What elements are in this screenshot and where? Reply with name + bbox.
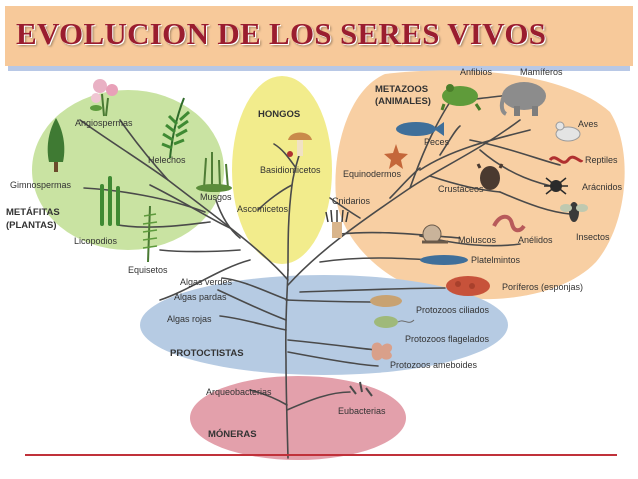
spider-icon	[544, 177, 568, 195]
flower-icon	[90, 79, 118, 117]
bacteria-icon	[349, 381, 373, 397]
bottom-divider	[25, 454, 617, 456]
group-protoctistas: PROTOCTISTAS	[170, 348, 244, 359]
elephant-icon	[499, 82, 546, 116]
anemone-icon	[325, 209, 349, 238]
label-moluscos: Moluscos	[458, 235, 497, 245]
label-musgos: Musgos	[200, 192, 232, 202]
ciliate-icon	[370, 295, 402, 307]
group-animales: (ANIMALES)	[375, 96, 431, 107]
flatworm-icon	[420, 255, 468, 265]
group-hongos: HONGOS	[258, 109, 300, 120]
label-protozoos-ciliados: Protozoos ciliados	[416, 305, 490, 315]
label-aves: Aves	[578, 119, 598, 129]
fern-icon	[161, 97, 190, 159]
cactus-icon	[100, 176, 120, 226]
fungi-region	[232, 76, 332, 264]
label-protozoos-ameboides: Protozoos ameboides	[390, 360, 478, 370]
mushroom-icon	[287, 132, 312, 157]
flagellate-icon	[374, 316, 415, 328]
plants-region	[32, 90, 224, 250]
label-algas-rojas: Algas rojas	[167, 314, 212, 324]
insect-icon	[560, 202, 588, 222]
label-mamiferos: Mamíferos	[520, 67, 563, 77]
horsetail-icon	[142, 205, 158, 263]
label-angiospermas: Angiospermas	[75, 118, 133, 128]
bird-icon	[555, 121, 581, 142]
label-basidiomicetos: Basidiomicetos	[260, 165, 321, 175]
label-anelidos: Anélidos	[518, 235, 553, 245]
worm-icon	[492, 214, 526, 233]
page-title: EVOLUCION DE LOS SERES VIVOS	[16, 16, 547, 51]
amoeba-icon	[371, 342, 393, 361]
label-algas-pardas: Algas pardas	[174, 292, 227, 302]
group-moneras: MÓNERAS	[208, 428, 257, 440]
label-insectos: Insectos	[576, 232, 610, 242]
frog-icon	[440, 84, 482, 111]
snail-icon	[422, 224, 448, 244]
label-aracnidos: Arácnidos	[582, 182, 623, 192]
label-peces: Peces	[424, 137, 450, 147]
label-reptiles: Reptiles	[585, 155, 618, 165]
label-helechos: Helechos	[148, 155, 186, 165]
snake-icon	[548, 155, 584, 164]
label-poriferos: Poríferos (esponjas)	[502, 282, 583, 292]
group-metazoos: METAZOOS	[375, 84, 428, 95]
label-eubacterias: Eubacterias	[338, 406, 386, 416]
label-ascomicetos: Ascomicetos	[237, 204, 289, 214]
label-equisetos: Equisetos	[128, 265, 168, 275]
protists-region	[140, 275, 508, 375]
label-licopodios: Licopodios	[74, 236, 118, 246]
group-metafitas: METÁFITAS	[6, 207, 60, 218]
label-arqueobacterias: Arqueobacterias	[206, 387, 272, 397]
label-anfibios: Anfibios	[460, 67, 493, 77]
fish-icon	[396, 122, 444, 136]
lobster-icon	[476, 163, 504, 190]
starfish-icon	[384, 144, 408, 169]
label-gimnospermas: Gimnospermas	[10, 180, 72, 190]
sponge-icon	[446, 276, 490, 296]
label-cnidarios: Cnidarios	[332, 196, 371, 206]
title-bar	[5, 6, 633, 66]
group-plantas: (PLANTAS)	[6, 220, 56, 231]
moss-icon	[196, 152, 232, 192]
tree-icon	[47, 118, 65, 172]
label-equinodermos: Equinodermos	[343, 169, 402, 179]
label-algas-verdes: Algas verdes	[180, 277, 233, 287]
label-platelmintos: Platelmintos	[471, 255, 521, 265]
title-underline	[8, 66, 630, 71]
label-crustaceos: Crustáceos	[438, 184, 484, 194]
label-protozoos-flagelados: Protozoos flagelados	[405, 334, 490, 344]
monera-region	[190, 376, 406, 460]
